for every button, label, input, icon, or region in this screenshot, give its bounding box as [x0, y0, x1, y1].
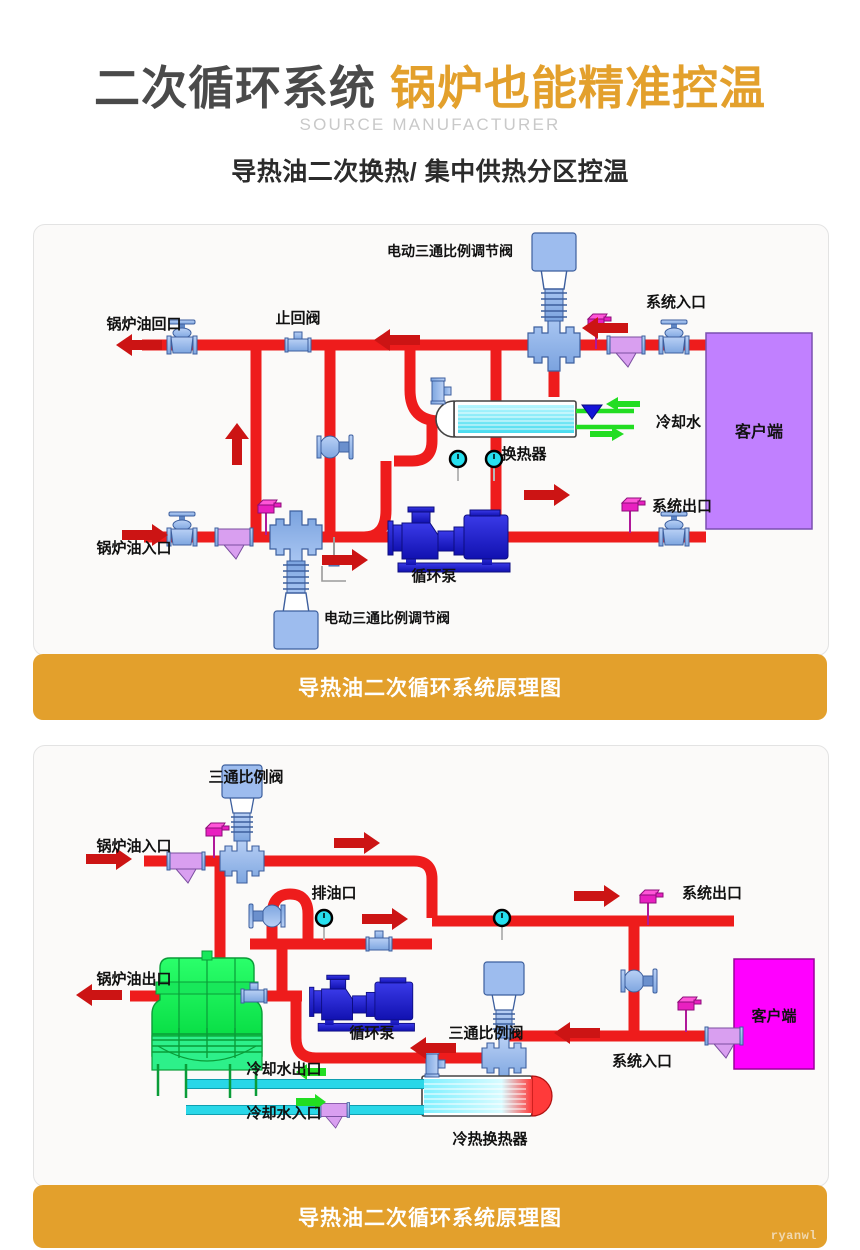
- gate-valve-drain-2: [248, 903, 286, 929]
- label-boiler-oil-inlet-2: 锅炉油入口: [96, 837, 171, 855]
- page-title-main: 二次循环系统: [94, 62, 376, 114]
- diagram-2-svg: 客户端 三通比例阀: [76, 764, 815, 1148]
- label-heat-exchanger-1: 换热器: [501, 445, 547, 463]
- cooling-water-pipes-2: [186, 1079, 424, 1115]
- three-way-valve-top-1: [527, 232, 581, 372]
- label-system-inlet-1: 系统入口: [646, 293, 706, 311]
- label-cooling-water-inlet-2: 冷却水入口: [246, 1104, 321, 1122]
- arrow-system-outlet-1: [524, 484, 570, 506]
- label-cooling-water-1: 冷却水: [656, 413, 702, 431]
- label-cold-hot-exchanger-2: 冷热换热器: [452, 1130, 528, 1148]
- gate-valve-client-2: [620, 968, 658, 994]
- cooling-water-arrow-in: [606, 397, 640, 411]
- cooling-water-valve-icon: [581, 404, 603, 420]
- label-boiler-oil-return: 锅炉油回口: [106, 315, 181, 333]
- client-box-1: [705, 332, 813, 530]
- cooling-water-arrow-out: [590, 427, 624, 441]
- label-system-outlet-2: 系统出口: [682, 884, 742, 902]
- diagram-1-banner: 导热油二次循环系统原理图: [33, 654, 827, 720]
- page-header: 二次循环系统锅炉也能精准控温 SOURCE MANUFACTURER 导热油二次…: [0, 0, 860, 200]
- label-cooling-water-outlet-2: 冷却水出口: [246, 1060, 321, 1078]
- label-check-valve: 止回阀: [275, 309, 320, 327]
- small-valve-hx-inlet: [430, 377, 452, 405]
- arrow-drain-line-2: [362, 908, 408, 930]
- label-boiler-oil-inlet-1: 锅炉油入口: [96, 539, 171, 557]
- pressure-gauge-2a: [314, 908, 334, 942]
- valve-system-outlet-1: [658, 511, 690, 547]
- temp-sensor-system-inlet-2: [677, 996, 702, 1033]
- arrow-system-outlet-2: [574, 885, 620, 907]
- subtitle-english: SOURCE MANUFACTURER: [299, 115, 561, 134]
- diagram-2-banner-text: 导热油二次循环系统原理图: [298, 1206, 562, 1230]
- label-three-way-bottom-1: 电动三通比例调节阀: [324, 610, 450, 626]
- three-way-valve-top-2: [219, 764, 265, 884]
- circulation-pump-2: [309, 974, 415, 1032]
- check-valve-1: [284, 331, 312, 353]
- client-label-1: 客户端: [735, 422, 783, 441]
- client-label-2: 客户端: [750, 1007, 796, 1025]
- diagram-1-banner-text: 导热油二次循环系统原理图: [298, 677, 562, 700]
- three-way-valve-bottom-1: [269, 510, 323, 650]
- temp-sensor-outlet-1: [621, 497, 646, 534]
- page-title-accent: 锅炉也能精准控温: [390, 62, 766, 114]
- label-boiler-oil-outlet-2: 锅炉油出口: [96, 970, 171, 988]
- diagram-card-2: 客户端 三通比例阀: [33, 745, 829, 1187]
- label-circulation-pump-2: 循环泵: [349, 1024, 394, 1042]
- strainer-system-inlet-1: [606, 335, 646, 368]
- strainer-inlet-2: [166, 851, 206, 884]
- circulation-pump-1: [387, 506, 511, 573]
- cold-hot-heat-exchanger-2: [421, 1075, 553, 1117]
- heat-exchanger-1: [435, 400, 577, 438]
- diagram-card-1: 客户端: [33, 224, 829, 656]
- small-valve-drain-line-2: [365, 930, 393, 952]
- cooling-water-pipe-outline: [186, 1079, 424, 1115]
- label-three-way-top-1: 电动三通比例调节阀: [387, 243, 513, 259]
- arrow-top-right-2: [334, 832, 380, 854]
- gate-valve-riser-1: [316, 434, 354, 460]
- label-circulation-pump-1: 循环泵: [411, 567, 456, 585]
- arrow-return-out-1: [116, 334, 162, 356]
- strainer-cooling-water-2: [318, 1102, 350, 1129]
- strainer-inlet-1: [214, 527, 254, 560]
- label-system-outlet-1: 系统出口: [652, 497, 712, 515]
- pressure-gauge-2b: [492, 908, 512, 942]
- label-three-way-mid-2: 三通比例阀: [448, 1024, 523, 1042]
- label-system-inlet-2: 系统入口: [612, 1052, 672, 1070]
- valve-system-inlet-1: [658, 319, 690, 355]
- subtitle-chinese: 导热油二次换热/ 集中供热分区控温: [231, 158, 629, 186]
- diagram-2-banner: 导热油二次循环系统原理图 ryanwl: [33, 1185, 827, 1248]
- watermark-text: ryanwl: [770, 1229, 817, 1243]
- three-way-valve-mid-2: [481, 961, 527, 1081]
- diagram-1-svg: 客户端: [96, 232, 813, 650]
- cooling-water-lines: [576, 408, 634, 430]
- label-oil-drain-2: 排油口: [311, 884, 356, 902]
- arrow-riser-up-1: [225, 423, 249, 465]
- arrow-pump-suction-1: [322, 549, 368, 571]
- label-three-way-top-2: 三通比例阀: [208, 768, 283, 786]
- pressure-gauge-1a: [448, 449, 468, 483]
- title-row: 二次循环系统锅炉也能精准控温: [0, 52, 860, 118]
- client-box-2: [733, 958, 815, 1070]
